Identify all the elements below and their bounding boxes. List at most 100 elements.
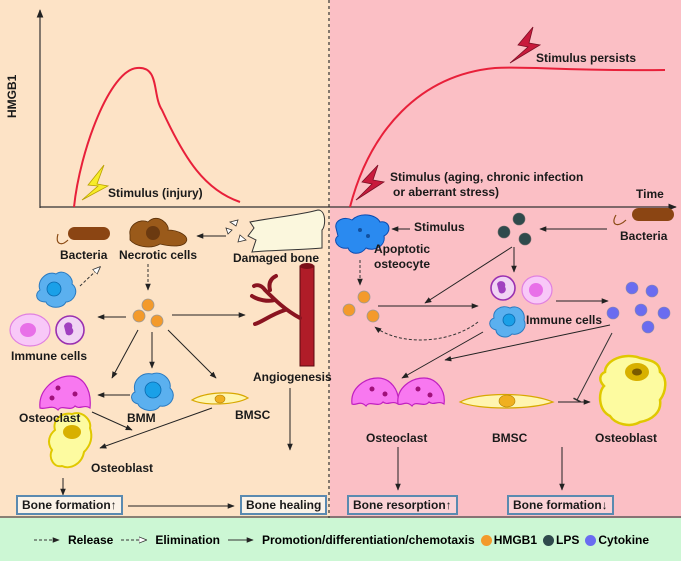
bone-resorption-increase-box: Bone resorption↑ (347, 495, 458, 515)
cytokine-dot (606, 306, 620, 320)
osteoclast-nucleus (72, 391, 78, 397)
osteoblast-label-right: Osteoblast (595, 431, 658, 445)
lightning-icon-chronic (355, 164, 386, 201)
cytokine-dot (641, 320, 655, 334)
stimulus-persists-label: Stimulus persists (536, 51, 637, 65)
legend-elimination: Elimination (155, 532, 220, 547)
bone-healing-box: Bone healing (240, 495, 328, 515)
arrow-immune-to-osteoclast (401, 331, 484, 379)
legend-cytokine: Cytokine (598, 532, 650, 547)
osteoblast-icon-left (47, 412, 93, 469)
osteocyte-fragment (366, 234, 370, 238)
necrotic-cells-label: Necrotic cells (119, 248, 198, 262)
lightning-icon-persists (509, 26, 542, 64)
elimination-arrow-icon (121, 535, 149, 545)
bacteria-icon-right (632, 208, 674, 221)
hmgb1-dot (141, 298, 155, 312)
osteocyte-fragment (358, 228, 362, 232)
stimulus-label-right: Stimulus (414, 220, 465, 234)
cytokine-dot (645, 284, 659, 298)
arrow-osteoclast-to-osteoblast (91, 411, 133, 431)
osteoclast-label-right: Osteoclast (366, 431, 428, 445)
osteoblast-nucleolus (632, 368, 642, 376)
hmgb1-dot (357, 290, 371, 304)
bacteria-icon-left (68, 227, 110, 240)
arrow-immune-release-hmgb1 (374, 321, 479, 341)
lps-dot-icon (543, 534, 555, 546)
lps-dot (497, 225, 511, 239)
osteoblast-icon-right (598, 354, 667, 427)
osteoclast-nucleus (55, 385, 61, 391)
immune-cell-pink-nucleus (20, 323, 36, 337)
release-arrow-icon (33, 536, 60, 543)
osteoclast-nucleus (382, 391, 388, 397)
legend-release: Release (67, 532, 114, 547)
osteoclast-icon-left (39, 375, 91, 411)
osteoclast-nucleus (427, 392, 433, 398)
legend-cytokine-item: Cytokine (585, 533, 649, 547)
osteoclast-icon-right-1 (351, 377, 399, 407)
bacteria-label-left: Bacteria (60, 248, 108, 262)
legend-promotion: Promotion/differentiation/chemotaxis (261, 532, 475, 547)
osteoblast-nucleus (63, 425, 81, 439)
arrow-lps-to-hmgb1-path (424, 246, 513, 304)
neutrophil-nucleus (64, 322, 74, 336)
hmgb1-dot (342, 303, 356, 317)
bacteria-flagellum-right (613, 214, 627, 226)
osteoclast-icon-right-2 (397, 377, 445, 407)
bacteria-flagellum (56, 233, 69, 245)
hmgb1-dot (132, 309, 146, 323)
bmm-label: BMM (127, 411, 156, 425)
osteoclast-nucleus (369, 386, 375, 392)
bmm-nucleus (144, 381, 162, 399)
bmsc-nucleus (214, 394, 226, 404)
osteoclast-nucleus (415, 386, 421, 392)
neutrophil-nucleus (497, 281, 506, 294)
lps-dot (512, 212, 526, 226)
hmgb1-dot (150, 314, 164, 328)
legend-lps: LPS (556, 532, 580, 547)
immune-cells-label-right: Immune cells (526, 313, 603, 327)
bone-fragments (225, 219, 247, 243)
cytokine-dot (657, 306, 671, 320)
arrow-hmgb1-to-osteoclast (111, 329, 139, 379)
bone-formation-decrease-box: Bone formation↓ (507, 495, 614, 515)
right-panel-bg (330, 0, 681, 518)
arrow-hmgb1-to-bmsc (167, 329, 217, 379)
bmsc-label-left: BMSC (235, 408, 271, 422)
arrow-cytokine-to-osteoclast (444, 324, 611, 362)
vessel-branches (250, 274, 302, 326)
cytokine-dot-icon (585, 534, 597, 546)
hmgb1-dot (366, 309, 380, 323)
bmsc-nucleus (498, 394, 516, 408)
bmsc-label-right: BMSC (492, 431, 528, 445)
curve-acute-hmgb1 (73, 66, 241, 208)
blood-vessel-icon (299, 265, 315, 367)
arrow-bmsc-to-osteoblast (99, 407, 213, 449)
promotion-arrow-icon (227, 536, 254, 543)
immune-cell-pink-nucleus (529, 283, 543, 297)
arrow-elimination-bacteria (79, 267, 100, 287)
legend-hmgb1: HMGB1 (493, 532, 538, 547)
cytokine-dot (634, 303, 648, 317)
y-axis-label: HMGB1 (5, 74, 19, 118)
lps-dot (518, 232, 532, 246)
lightning-icon-injury (81, 164, 110, 201)
damaged-bone-icon (247, 209, 326, 253)
legend-hmgb1-item: HMGB1 (480, 532, 538, 547)
macrophage-nucleus (502, 313, 516, 327)
inhibit-cytokine-to-osteoblast (573, 332, 613, 403)
stimulus-injury-label: Stimulus (injury) (108, 186, 203, 200)
immune-cells-label-left: Immune cells (11, 349, 88, 363)
damaged-bone-label: Damaged bone (233, 251, 320, 265)
osteoclast-label-left: Osteoclast (19, 411, 81, 425)
macrophage-nucleus (46, 281, 62, 297)
legend: Release Elimination Promotion/differenti… (0, 518, 681, 561)
cytokine-dot (625, 281, 639, 295)
stimulus-chronic-label-1: Stimulus (aging, chronic infection (390, 170, 584, 184)
osteoclast-nucleus (49, 395, 55, 401)
x-axis-label: Time (636, 187, 664, 201)
bone-formation-increase-box: Bone formation↑ (16, 495, 123, 515)
stimulus-chronic-label-2: or aberrant stress) (393, 185, 500, 199)
necrotic-nucleus (146, 226, 160, 240)
